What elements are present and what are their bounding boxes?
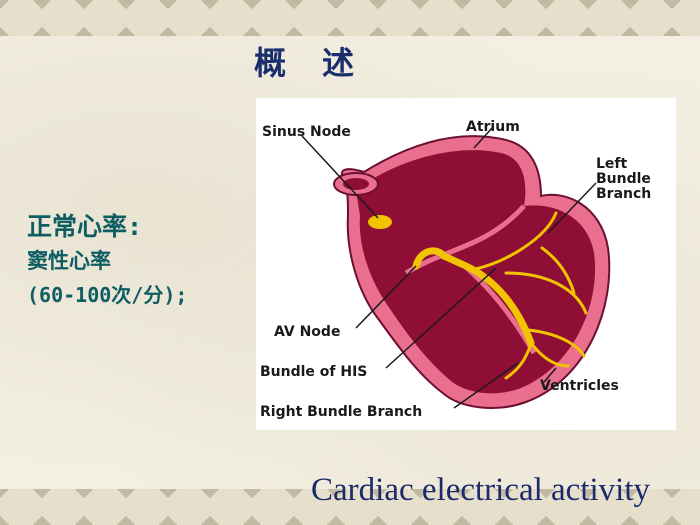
heart-rate-range: (60-100次/分); (27, 283, 188, 307)
slide-caption: Cardiac electrical activity (311, 472, 650, 508)
av-node-and-bundle (412, 247, 535, 347)
label-left-bundle-2: Bundle (596, 171, 651, 187)
label-sinus-node: Sinus Node (262, 124, 351, 140)
normal-heart-rate-heading: 正常心率: (27, 212, 143, 241)
label-atrium: Atrium (466, 119, 520, 135)
heart-rate-text: 正常心率: 窦性心率 (60-100次/分); (27, 210, 187, 312)
label-left-bundle-3: Branch (596, 186, 651, 202)
left-bundle-branch-fibers (469, 211, 588, 358)
label-av-node: AV Node (274, 324, 340, 340)
label-bundle-of-his: Bundle of HIS (260, 364, 367, 380)
right-bundle-branch-fibers (504, 341, 570, 380)
top-decorative-border (0, 0, 700, 36)
slide-title: 概 述 (253, 44, 356, 82)
label-right-bundle-branch: Right Bundle Branch (260, 404, 422, 420)
heart-conduction-diagram: Sinus Node Atrium Left Bundle Branch AV … (256, 98, 676, 430)
leader-lines (301, 127, 597, 409)
heart-illustration: Sinus Node Atrium Left Bundle Branch AV … (260, 119, 651, 420)
label-left-bundle-1: Left (596, 156, 628, 172)
sinus-rhythm-label: 窦性心率 (27, 249, 111, 273)
sinus-node-shape (368, 215, 392, 229)
bottom-decorative-border (0, 489, 700, 525)
label-ventricles: Ventricles (540, 378, 619, 394)
